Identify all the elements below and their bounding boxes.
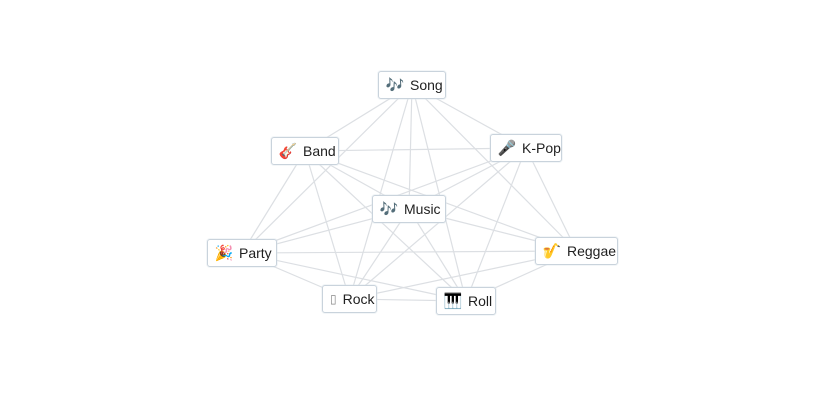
edge-band-kpop — [304, 147, 527, 152]
node-label: Roll — [468, 293, 493, 309]
edge-kpop-reggae — [525, 147, 578, 252]
node-label: Song — [410, 77, 443, 93]
edge-band-rock — [304, 150, 351, 300]
edge-band-roll — [304, 150, 467, 302]
node-music[interactable]: 🎶 Music — [372, 195, 446, 223]
guitar-icon: 🎸 — [278, 142, 298, 160]
edge-song-rock — [348, 84, 413, 300]
node-song[interactable]: 🎶 Song — [378, 71, 446, 99]
edge-kpop-rock — [349, 147, 527, 300]
rock-icon: ▯ — [330, 292, 337, 306]
keyboard-icon: 🎹 — [443, 292, 463, 310]
edge-music-roll — [408, 208, 467, 302]
node-label: Band — [303, 143, 336, 159]
node-label: Rock — [342, 291, 375, 307]
edge-music-rock — [348, 208, 410, 300]
node-reggae[interactable]: 🎷 Reggae — [535, 237, 618, 265]
musical-notes-icon: 🎶 — [385, 76, 405, 94]
node-label: Music — [404, 201, 441, 217]
edge-kpop-roll — [465, 147, 527, 302]
node-label: Party — [239, 245, 272, 261]
saxophone-icon: 🎷 — [542, 242, 562, 260]
edge-band-party — [241, 150, 306, 254]
node-label: Reggae — [567, 243, 617, 259]
node-band[interactable]: 🎸 Band — [271, 137, 339, 165]
edge-party-roll — [241, 252, 467, 302]
edge-song-party — [241, 84, 413, 254]
node-kpop[interactable]: 🎤 K-Pop — [490, 134, 562, 162]
microphone-icon: 🎤 — [497, 139, 517, 157]
edge-song-music — [408, 84, 413, 210]
musical-notes-icon: 🎶 — [379, 200, 399, 218]
node-roll[interactable]: 🎹 Roll — [436, 287, 496, 315]
party-popper-icon: 🎉 — [214, 244, 234, 262]
node-label: K-Pop — [522, 140, 561, 156]
edge-party-reggae — [241, 250, 577, 254]
edge-song-reggae — [411, 84, 577, 252]
node-rock[interactable]: ▯ Rock — [322, 285, 377, 313]
node-party[interactable]: 🎉 Party — [207, 239, 277, 267]
